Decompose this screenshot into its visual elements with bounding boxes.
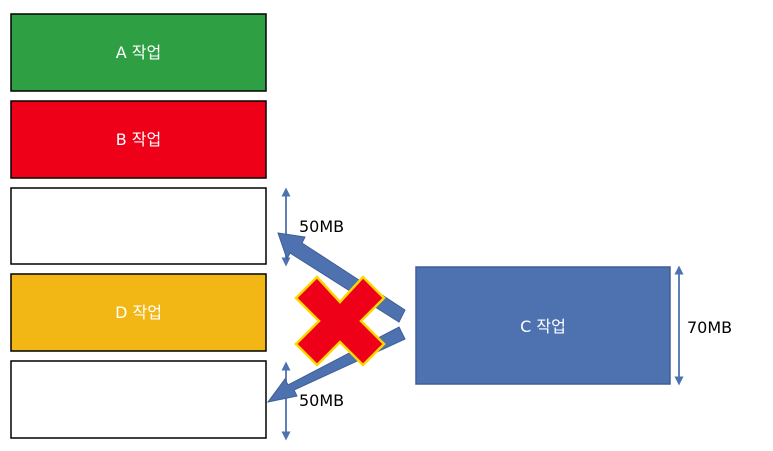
free-space-2-size-label: 50MB xyxy=(299,391,344,410)
memory-block-a: A 작업 xyxy=(10,13,267,92)
memory-block-a-label: A 작업 xyxy=(116,43,161,62)
memory-block-free-2-rect xyxy=(10,360,267,439)
memory-block-b: B 작업 xyxy=(10,100,267,179)
memory-block-d-label: D 작업 xyxy=(115,303,162,322)
incoming-job-c-label: C 작업 xyxy=(520,317,566,336)
memory-block-free-2 xyxy=(10,360,267,439)
incoming-job-c-size-label: 70MB xyxy=(687,318,732,337)
incoming-job-c: C 작업 xyxy=(415,266,671,385)
incoming-job-c-rect xyxy=(415,266,671,385)
memory-block-d-rect xyxy=(10,273,267,352)
memory-block-b-rect xyxy=(10,100,267,179)
cross-icon xyxy=(294,275,386,367)
memory-block-b-label: B 작업 xyxy=(116,130,162,149)
memory-block-a-rect xyxy=(10,13,267,92)
memory-block-d: D 작업 xyxy=(10,273,267,352)
free-space-1-size-label: 50MB xyxy=(299,217,344,236)
memory-block-free-1-rect xyxy=(10,187,267,265)
memory-block-free-1 xyxy=(10,187,267,265)
